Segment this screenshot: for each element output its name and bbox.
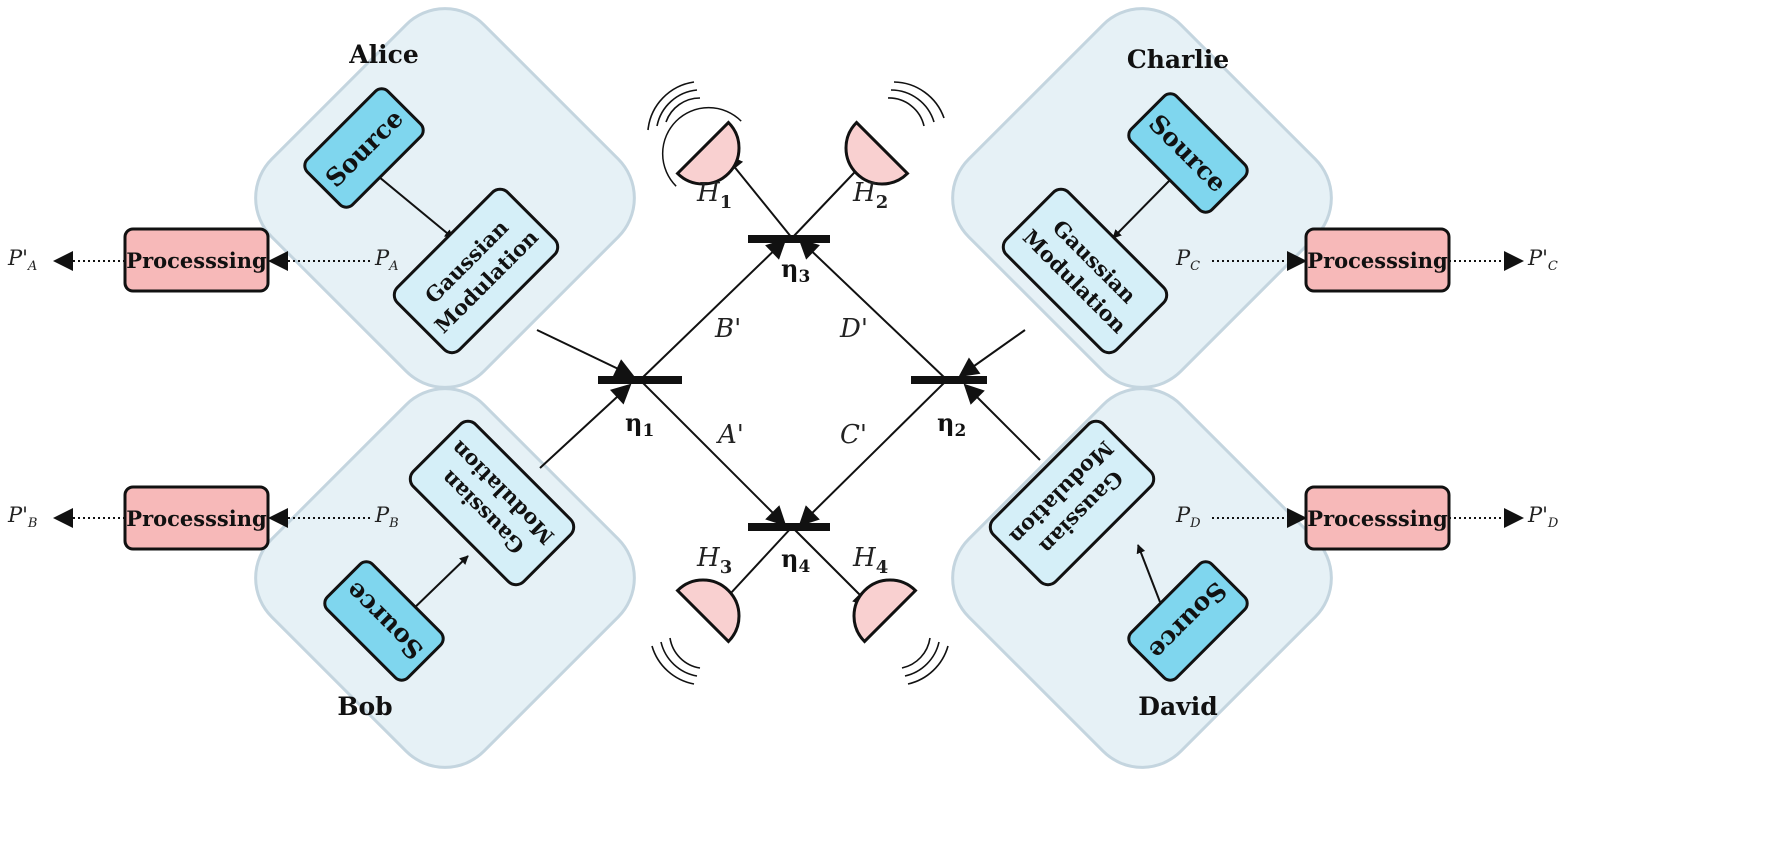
mode-d-prime: D' <box>839 314 868 344</box>
processing-box-c <box>1304 227 1451 293</box>
label-pc: PC <box>1175 246 1200 274</box>
beam-splitter-3 <box>748 235 830 243</box>
detector-h4-label: H4 <box>852 543 888 578</box>
detector-h1 <box>661 106 742 187</box>
beam-splitter-1 <box>598 376 682 384</box>
party-name-charlie: Charlie <box>1127 45 1229 74</box>
label-pa: PA <box>374 246 399 274</box>
party-name-bob: Bob <box>337 692 392 721</box>
beam-alice-to-bs1 <box>536 329 635 378</box>
detector-h3-waves <box>651 637 701 685</box>
beam-bob-to-bs1 <box>539 383 632 469</box>
detector-h1-waves <box>647 81 701 131</box>
label-pc-prime: P'C <box>1527 246 1558 274</box>
bs1-label: η1 <box>625 408 654 441</box>
detector-h2-label: H2 <box>852 178 888 213</box>
label-pd: PD <box>1175 503 1201 531</box>
processing-label-d: Processsing <box>1307 506 1448 531</box>
bs3-label: η3 <box>781 254 810 287</box>
detector-h2-waves <box>887 81 945 127</box>
beam-bprime-to-bs3 <box>639 238 787 381</box>
party-region-alice <box>254 7 636 389</box>
beam-bs3-to-h1 <box>722 152 793 239</box>
processing-box-a <box>123 227 270 293</box>
beam-david-to-bs2 <box>963 383 1041 461</box>
detector-h1-label: H1 <box>696 178 732 213</box>
detector-h3 <box>675 578 741 644</box>
processing-label-b: Processsing <box>126 506 267 531</box>
arrow-alice-source-to-modulation <box>372 171 454 239</box>
detector-h3-label: H3 <box>696 543 732 578</box>
detector-h4-waves <box>901 637 949 685</box>
party-name-alice: Alice <box>348 40 419 69</box>
label-pd-prime: P'D <box>1527 503 1559 531</box>
arrow-david-source-to-modulation <box>1136 544 1161 603</box>
beam-dprime-to-bs3 <box>798 238 948 381</box>
processing-box-b <box>123 485 270 551</box>
processing-label-a: Processsing <box>126 248 267 273</box>
detector-h4 <box>852 578 918 644</box>
beam-splitter-4 <box>748 523 830 531</box>
detector-h2 <box>844 120 910 186</box>
mode-b-prime: B' <box>714 314 741 344</box>
bs2-label: η2 <box>937 408 966 441</box>
party-name-david: David <box>1138 692 1217 721</box>
label-pb: PB <box>374 503 399 531</box>
beam-splitter-2 <box>911 376 987 384</box>
arrow-bob-source-to-modulation <box>407 555 469 615</box>
arrow-charlie-source-to-modulation <box>1112 179 1171 239</box>
beam-charlie-to-bs2 <box>958 329 1026 378</box>
processing-label-c: Processsing <box>1307 248 1448 273</box>
beam-bs4-to-h4 <box>791 526 874 609</box>
label-pb-prime: P'B <box>7 503 37 531</box>
charlie-modulation-box: Gaussian Modulation <box>1001 187 1169 355</box>
party-region-david <box>951 387 1333 769</box>
mode-c-prime: C' <box>840 420 867 450</box>
beam-aprime-to-bs4 <box>639 379 787 527</box>
bs4-label: η4 <box>781 544 810 577</box>
label-pa-prime: P'A <box>7 246 37 274</box>
processing-box-d <box>1304 485 1451 551</box>
mode-a-prime: A' <box>716 420 744 450</box>
beam-cprime-to-bs4 <box>798 379 948 527</box>
